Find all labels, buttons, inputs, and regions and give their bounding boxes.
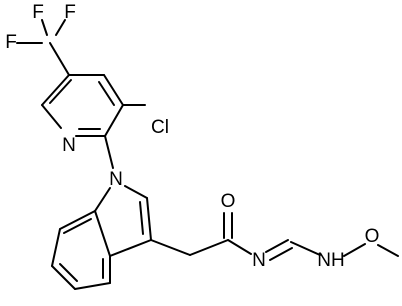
bond-cf3-to-pyridine bbox=[49, 42, 70, 76]
pyridine-bond-5 bbox=[41, 104, 62, 129]
carbonyl-oxygen-label: O bbox=[221, 191, 236, 212]
methoxy-oxygen-label: O bbox=[365, 226, 380, 247]
indole-bond-c2-c3-inner bbox=[139, 201, 144, 235]
benzene-bond-3 bbox=[51, 265, 76, 290]
fluorine-top-left-label: F bbox=[32, 2, 44, 23]
indole-bond-c3-c3a bbox=[109, 239, 152, 257]
bond-c3-to-ch2 bbox=[150, 239, 191, 256]
bond-pyridine-to-indole-n bbox=[104, 135, 114, 169]
pyridine-bond-2-inner bbox=[98, 81, 115, 106]
bond-ch2-to-carbonyl-c bbox=[189, 239, 229, 256]
benzene-bond-3-inner bbox=[59, 263, 78, 282]
imine-double-bond-lower bbox=[269, 247, 293, 261]
pyridine-bond-2 bbox=[103, 74, 124, 106]
bond-nh-to-methoxy-o bbox=[343, 243, 366, 257]
chlorine-label: Cl bbox=[151, 117, 169, 138]
pyridine-bond-6-inner bbox=[49, 79, 72, 104]
bond-f-top-right-to-cf3 bbox=[55, 19, 66, 36]
indole-bond-n-c2 bbox=[124, 185, 148, 199]
pyridine-nitrogen-label: N bbox=[62, 135, 76, 156]
fluorine-left-label: F bbox=[5, 32, 17, 53]
bond-imine-c-to-nh bbox=[290, 241, 321, 256]
indole-bond-c3a-c7a bbox=[94, 210, 111, 257]
benzene-bond-1 bbox=[59, 210, 96, 230]
indole-nitrogen-label: N bbox=[109, 169, 123, 190]
indole-bond-c7a-n bbox=[94, 187, 111, 212]
indole-bond-c2-c3 bbox=[146, 197, 152, 241]
nh-label: NH bbox=[317, 250, 344, 271]
benzene-bond-1-inner bbox=[63, 218, 92, 234]
bond-methoxy-o-to-ch3 bbox=[377, 244, 399, 257]
pyridine-bond-3 bbox=[104, 104, 124, 137]
pyridine-bond-6 bbox=[41, 74, 70, 106]
fluorine-top-right-label: F bbox=[64, 2, 76, 23]
benzene-bond-2 bbox=[51, 228, 61, 267]
imine-double-bond-upper bbox=[265, 239, 289, 253]
benzene-bond-4 bbox=[74, 282, 111, 290]
bond-f-top-left-to-cf3 bbox=[41, 19, 48, 36]
bond-carbonyl-c-to-imine-n bbox=[227, 239, 252, 255]
imine-nitrogen-label: N bbox=[252, 250, 266, 271]
